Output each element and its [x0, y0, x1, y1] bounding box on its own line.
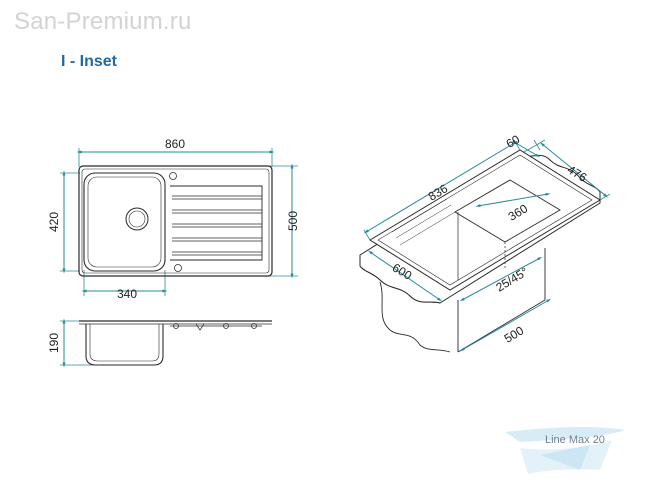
- cabinet-dimension-line: [459, 298, 552, 352]
- bowl-outline: [83, 172, 166, 272]
- height-label: 190: [47, 333, 61, 353]
- site-watermark: San-Premium.ru: [14, 8, 192, 35]
- bowl-depth-label: 420: [47, 212, 61, 232]
- isometric-view: 836 60 476 360 600 25/45° 500: [359, 132, 611, 353]
- top-view: 860 500 420 340: [47, 137, 300, 301]
- angle-dimension-line: [459, 256, 543, 302]
- drain-circle: [125, 207, 149, 231]
- angle-label: 25/45°: [493, 264, 530, 294]
- top-offset-label: 60: [504, 132, 523, 151]
- logo-text: Line Max 20: [545, 434, 605, 446]
- top-offset-dimension-line: [511, 140, 541, 158]
- depth-label: 500: [286, 211, 300, 231]
- width-label: 860: [165, 137, 185, 151]
- depth-dimension-line-iso: [540, 142, 608, 198]
- drainer-board: [170, 185, 263, 261]
- bowl-dimension-line-iso: [475, 192, 551, 208]
- product-logo: Line Max 20: [505, 426, 625, 474]
- sink-outline: [78, 165, 273, 277]
- length-dimension-line: [363, 140, 519, 234]
- bowl-width-label: 340: [117, 287, 137, 301]
- bowl-profile: [85, 324, 164, 366]
- side-view: 190: [47, 318, 272, 368]
- cabinet-label: 500: [502, 323, 527, 345]
- section-title: I - Inset: [61, 53, 118, 70]
- front-dimension-line: [367, 250, 443, 302]
